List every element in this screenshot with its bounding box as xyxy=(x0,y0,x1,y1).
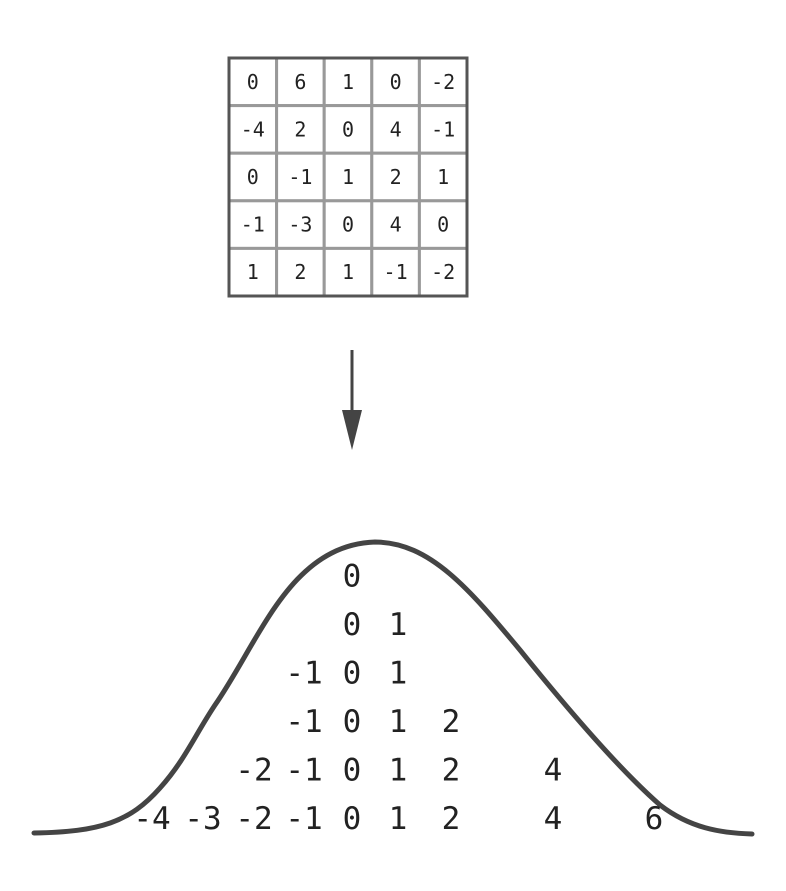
value-matrix: 0 6 1 0 -2 -4 2 0 4 -1 0 -1 1 2 1 -1 -3 0 4 0 1 2 1 -1 -2 xyxy=(227,56,469,298)
distribution-value: 1 xyxy=(389,801,408,837)
matrix-cell xyxy=(322,246,374,298)
matrix-cell xyxy=(322,104,374,155)
distribution-value: -2 xyxy=(235,801,272,837)
matrix-cell-value: -1 xyxy=(431,117,455,141)
matrix-cell-value: -1 xyxy=(288,165,312,189)
matrix-cell-value: -1 xyxy=(241,213,265,237)
matrix-cell-value: 1 xyxy=(437,165,449,189)
distribution-value: -4 xyxy=(133,801,170,837)
distribution-value: 0 xyxy=(343,656,362,692)
distribution-value: 4 xyxy=(544,801,563,837)
distribution-value: 2 xyxy=(442,753,461,789)
matrix-cell-value: 1 xyxy=(342,70,354,94)
matrix-border xyxy=(227,56,469,298)
matrix-cell-value: -1 xyxy=(384,260,408,284)
matrix-cell-value: 1 xyxy=(247,260,259,284)
arrow-head xyxy=(342,410,362,450)
down-arrow xyxy=(342,350,362,450)
distribution-value: 0 xyxy=(343,559,362,595)
distribution-value: 0 xyxy=(343,704,362,740)
matrix-cell-value: 2 xyxy=(390,165,402,189)
matrix-cell-value: -3 xyxy=(288,213,312,237)
bell-curve xyxy=(31,539,755,837)
matrix-cell-value: 4 xyxy=(390,213,402,237)
distribution-value: 1 xyxy=(389,753,408,789)
distribution-value: -1 xyxy=(285,656,322,692)
distribution-value: 2 xyxy=(442,801,461,837)
matrix-cell-value: -4 xyxy=(241,117,265,141)
distribution-value: 1 xyxy=(389,607,408,643)
matrix-cell-value: 6 xyxy=(294,70,306,94)
matrix-cell-value: 0 xyxy=(247,70,259,94)
distribution-value: -1 xyxy=(285,753,322,789)
distribution-value: 1 xyxy=(389,656,408,692)
distribution-value: 2 xyxy=(442,704,461,740)
matrix-cell-value: 0 xyxy=(437,213,449,237)
matrix-cell-value: 2 xyxy=(294,117,306,141)
matrix-cell-value: 1 xyxy=(342,260,354,284)
matrix-cell xyxy=(417,199,469,250)
matrix-cell-value: 2 xyxy=(294,260,306,284)
distribution-value: -1 xyxy=(285,801,322,837)
distribution-value: 0 xyxy=(343,801,362,837)
matrix-cell-value: -2 xyxy=(431,260,455,284)
matrix-cell-value: -2 xyxy=(431,70,455,94)
distribution-value: -2 xyxy=(235,753,272,789)
distribution-value: 0 xyxy=(343,607,362,643)
distribution-value: 1 xyxy=(389,704,408,740)
matrix-cell-value: 4 xyxy=(390,117,402,141)
matrix-cell xyxy=(275,199,326,250)
distribution-value: 0 xyxy=(343,753,362,789)
matrix-cell xyxy=(417,104,469,155)
distribution-value: -1 xyxy=(285,704,322,740)
matrix-cell xyxy=(370,199,421,250)
matrix-cell-value: 0 xyxy=(342,117,354,141)
matrix-cell-value: 0 xyxy=(247,165,259,189)
distribution-value: 4 xyxy=(544,753,563,789)
matrix-cell-value: 1 xyxy=(342,165,354,189)
matrix-cell-value: 0 xyxy=(390,70,402,94)
matrix-cell-value: 0 xyxy=(342,213,354,237)
distribution-value: 6 xyxy=(645,801,664,837)
distribution-value: -3 xyxy=(184,801,221,837)
